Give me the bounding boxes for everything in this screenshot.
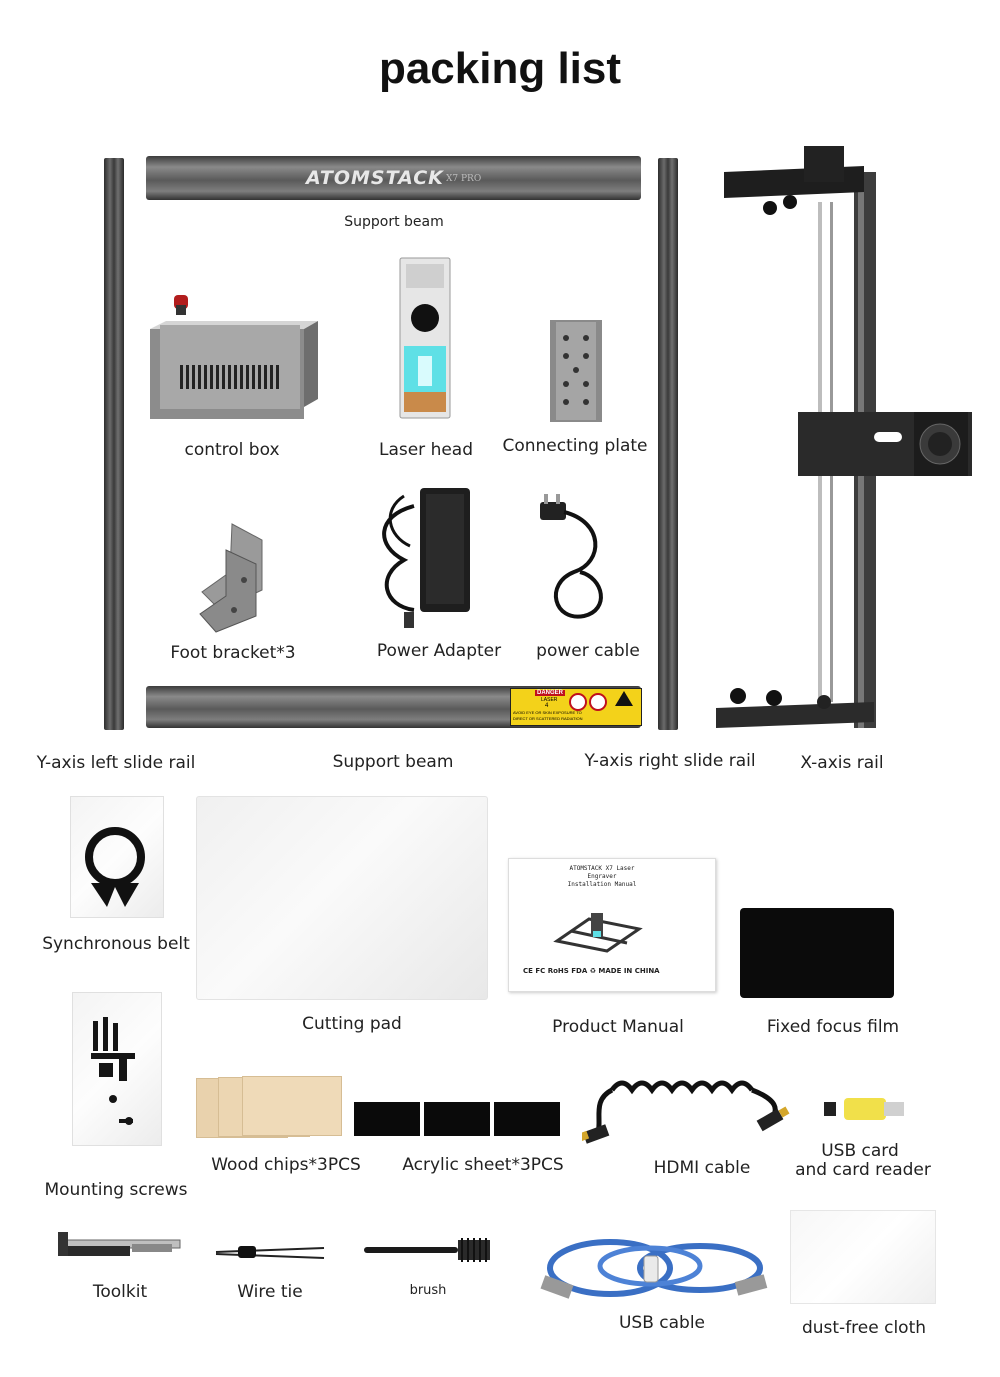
synchronous-belt-image xyxy=(70,796,164,918)
foot-bracket-label: Foot bracket*3 xyxy=(170,643,296,663)
control-box-image xyxy=(150,295,318,419)
usb-cable-label: USB cable xyxy=(618,1313,706,1333)
laser-head-image xyxy=(399,257,451,419)
foot-bracket-image xyxy=(199,523,263,633)
cutting-pad-image xyxy=(196,796,488,1000)
brush-label: brush xyxy=(409,1283,447,1298)
product-manual-label: Product Manual xyxy=(552,1017,684,1037)
usb-cable-image xyxy=(540,1239,768,1299)
manual-footer: CE FC RoHS FDA ♻ MADE IN CHINA xyxy=(523,967,660,975)
power-adapter-image xyxy=(382,488,470,628)
dust-free-cloth-image xyxy=(790,1210,936,1304)
support-beam-bottom-image: DANGER LASER 4 AVOID EYE OR SKIN EXPOSUR… xyxy=(146,686,642,728)
usb-card-label-1: USB card xyxy=(821,1141,899,1161)
connecting-plate-image xyxy=(550,320,602,422)
laser-warning-label: DANGER LASER 4 AVOID EYE OR SKIN EXPOSUR… xyxy=(510,688,642,726)
hdmi-cable-label: HDMI cable xyxy=(653,1158,751,1178)
control-box-label: control box xyxy=(184,440,280,460)
acrylic-sheet-image xyxy=(354,1102,560,1136)
warning-sub: LASER xyxy=(541,697,558,703)
page-title: packing list xyxy=(378,44,622,93)
fixed-focus-film-label: Fixed focus film xyxy=(766,1017,900,1037)
x-axis-rail-image xyxy=(716,146,972,728)
toolkit-label: Toolkit xyxy=(92,1282,148,1302)
usb-card-reader-image xyxy=(824,1098,904,1120)
power-adapter-label: Power Adapter xyxy=(376,641,502,661)
brand-logo: ATOMSTACK xyxy=(306,167,444,189)
y-axis-left-rail-image xyxy=(104,158,124,730)
support-beam-bottom-label: Support beam xyxy=(332,752,454,772)
wire-tie-image xyxy=(215,1246,325,1259)
brush-image xyxy=(364,1238,490,1262)
no-eye-icon xyxy=(589,693,607,711)
wood-chips-image xyxy=(196,1076,342,1138)
laser-warning-icon xyxy=(615,691,633,706)
connecting-plate-label: Connecting plate xyxy=(502,436,648,456)
no-hands-icon xyxy=(569,693,587,711)
support-beam-top-image: ATOMSTACK X7 PRO xyxy=(146,156,641,200)
y-axis-right-rail-label: Y-axis right slide rail xyxy=(584,751,756,771)
acrylic-sheet-label: Acrylic sheet*3PCS xyxy=(402,1155,564,1175)
fixed-focus-film-image xyxy=(740,908,894,998)
power-cable-label: power cable xyxy=(536,641,640,661)
hdmi-cable-image xyxy=(582,1080,790,1144)
support-beam-top-label: Support beam xyxy=(344,214,444,230)
dust-free-cloth-label: dust-free cloth xyxy=(801,1318,927,1338)
warning-header: DANGER xyxy=(535,690,566,696)
warning-num: 4 xyxy=(545,703,549,709)
wood-chips-label: Wood chips*3PCS xyxy=(211,1155,361,1175)
mounting-screws-label: Mounting screws xyxy=(44,1180,188,1200)
brand-model: X7 PRO xyxy=(446,174,482,184)
warning-line1: AVOID EYE OR SKIN EXPOSURE TO xyxy=(513,710,582,715)
manual-title-1: ATOMSTACK X7 Laser xyxy=(569,865,635,872)
product-manual-image: ATOMSTACK X7 Laser Engraver Installation… xyxy=(508,858,716,992)
x-axis-rail-label: X-axis rail xyxy=(800,753,884,773)
cutting-pad-label: Cutting pad xyxy=(302,1014,402,1034)
y-axis-right-rail-image xyxy=(658,158,678,730)
mounting-screws-image xyxy=(72,992,162,1146)
y-axis-left-rail-label: Y-axis left slide rail xyxy=(36,753,196,773)
power-cable-image xyxy=(540,494,603,619)
usb-card-label-2: and card reader xyxy=(795,1160,931,1180)
warning-line2: DIRECT OR SCATTERED RADIATION xyxy=(513,716,583,721)
wire-tie-label: Wire tie xyxy=(237,1282,303,1302)
synchronous-belt-label: Synchronous belt xyxy=(42,934,190,954)
manual-title-2: Engraver xyxy=(587,873,617,880)
laser-head-label: Laser head xyxy=(378,440,474,460)
manual-title-3: Installation Manual xyxy=(567,881,637,888)
manual-engraver-illustration xyxy=(553,913,643,953)
toolkit-image xyxy=(58,1232,181,1256)
